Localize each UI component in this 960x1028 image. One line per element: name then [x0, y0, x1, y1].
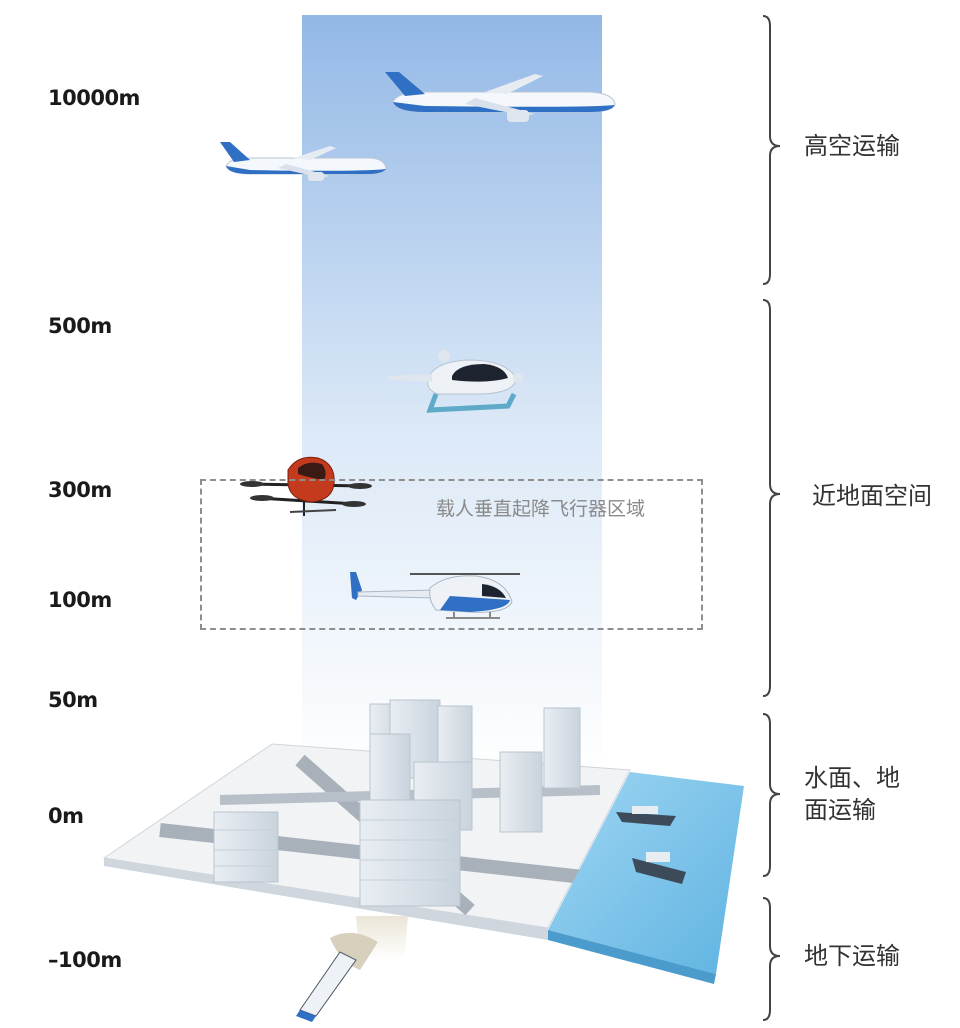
subway-tunnel-icon [296, 916, 408, 1022]
bracket-high-altitude [762, 15, 781, 285]
airliner-icon [385, 72, 616, 122]
layer-label-low-altitude: 近地面空间 [812, 482, 932, 510]
bracket-ground [762, 713, 781, 877]
altitude-label-minus-100m: –100m [48, 948, 122, 972]
evtol-zone-box [200, 479, 703, 630]
layer-label-ground-line2: 面运输 [804, 796, 876, 824]
air-taxi-icon [388, 350, 523, 413]
helicopter-icon [350, 572, 520, 619]
layer-label-underground: 地下运输 [804, 942, 900, 970]
altitude-label-300m: 300m [48, 478, 112, 502]
evtol-zone-label: 载人垂直起降飞行器区域 [436, 498, 646, 520]
airliner-icon [220, 142, 387, 181]
bracket-low-altitude [762, 299, 781, 697]
layer-label-high-altitude: 高空运输 [804, 132, 900, 160]
bracket-underground [762, 897, 781, 1021]
layer-label-ground-line1: 水面、地 [804, 764, 900, 792]
layer-brackets [762, 15, 781, 1021]
altitude-label-50m: 50m [48, 688, 98, 712]
altitude-label-10000m: 10000m [48, 86, 140, 110]
altitude-label-500m: 500m [48, 314, 112, 338]
altitude-label-100m: 100m [48, 588, 112, 612]
airspace-column [302, 15, 602, 775]
altitude-label-0m: 0m [48, 804, 84, 828]
city-block-icon [102, 699, 744, 984]
